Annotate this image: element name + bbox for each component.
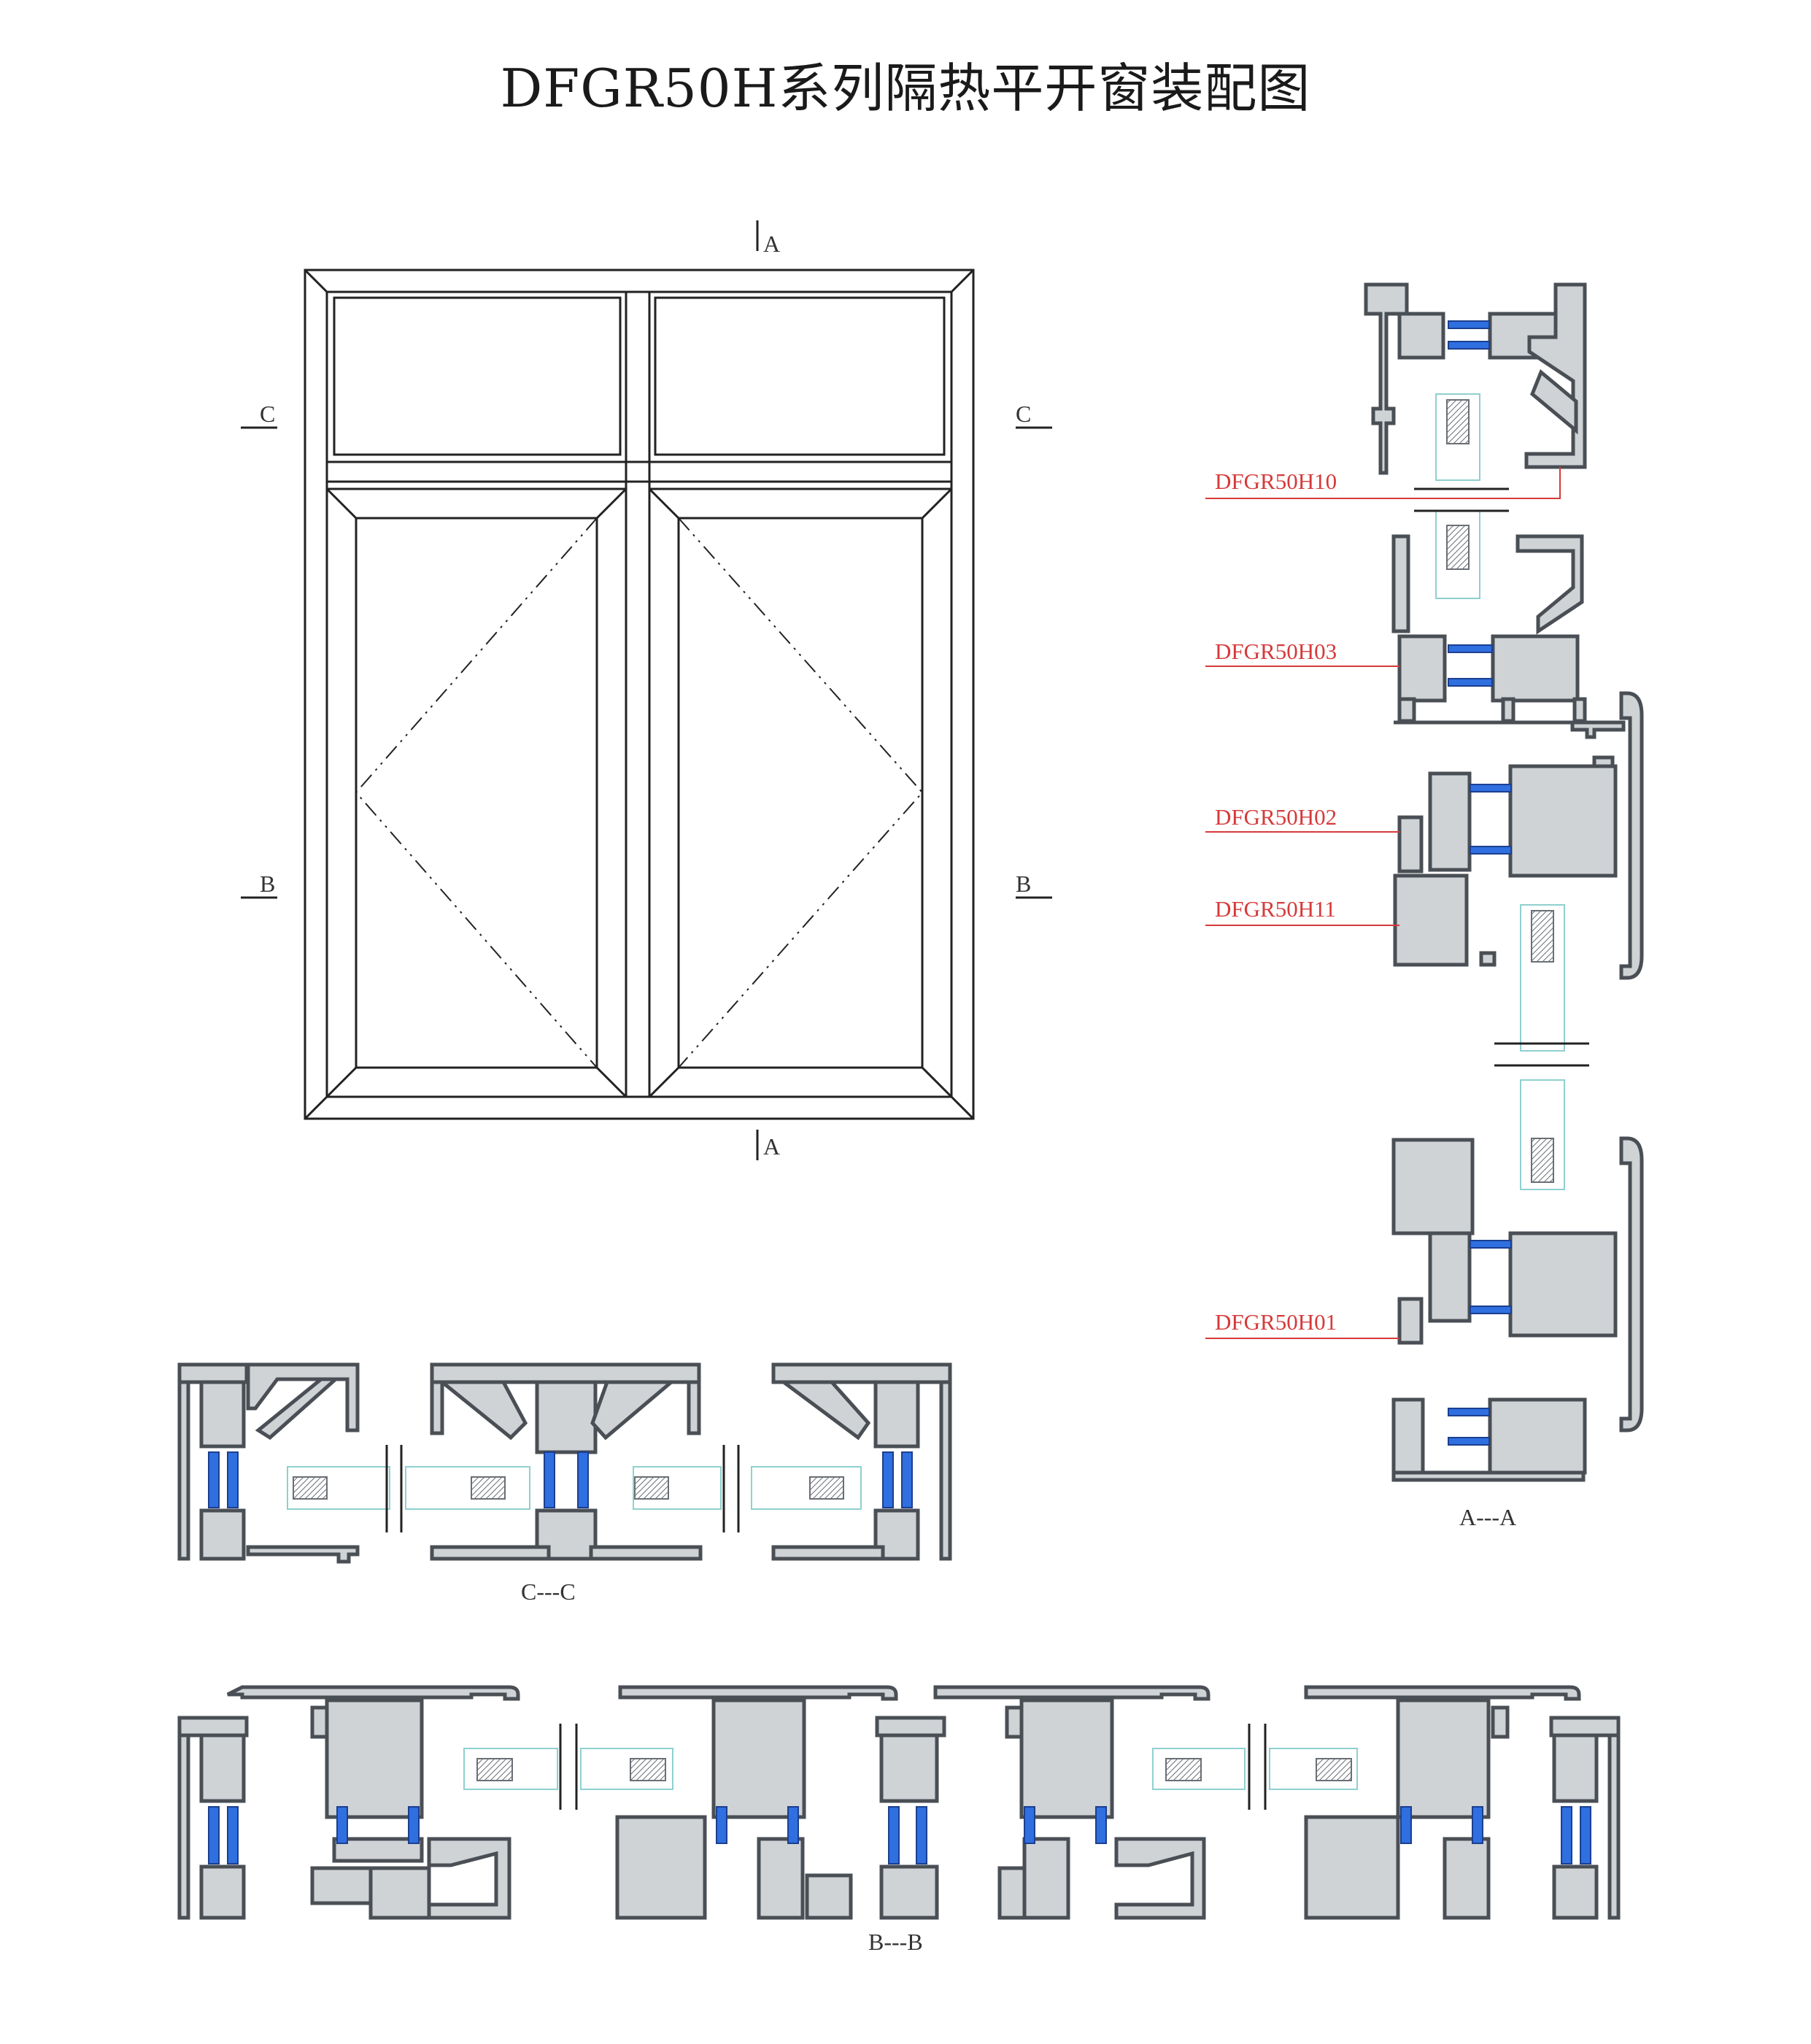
section-mark-b-right: B bbox=[1016, 871, 1031, 897]
drawing-title: DFGR50H系列隔热平开窗装配图 bbox=[500, 58, 1311, 119]
opening-indicator-left bbox=[355, 517, 598, 1068]
leader-lines bbox=[1205, 467, 1561, 1339]
profile-h02-h11 bbox=[1393, 691, 1644, 980]
outer-frame bbox=[304, 269, 975, 1120]
caption-section-c-c: C---C bbox=[521, 1578, 576, 1605]
profile-code-h01: DFGR50H01 bbox=[1215, 1309, 1337, 1335]
section-mark-c-left: C bbox=[260, 401, 275, 427]
section-a-a bbox=[1364, 282, 1644, 1482]
section-mark-a-top: A bbox=[763, 231, 780, 257]
thermal-strips-aa bbox=[1448, 320, 1512, 1446]
inner-frame bbox=[325, 290, 953, 1098]
profile-h01 bbox=[1391, 1136, 1644, 1482]
profile-code-h02: DFGR50H02 bbox=[1215, 804, 1337, 830]
profile-code-h10: DFGR50H10 bbox=[1215, 468, 1337, 494]
section-markers bbox=[241, 220, 1052, 1160]
profile-h10 bbox=[1364, 282, 1587, 475]
casement-sash-right bbox=[648, 487, 953, 1098]
section-mark-c-right: C bbox=[1016, 401, 1031, 427]
section-mark-b-left: B bbox=[260, 871, 275, 897]
caption-section-b-b: B---B bbox=[868, 1929, 923, 1955]
profile-code-h11: DFGR50H11 bbox=[1215, 896, 1336, 922]
profile-code-h03: DFGR50H03 bbox=[1215, 639, 1337, 664]
opening-indicator-right bbox=[678, 517, 924, 1068]
glazing-aa bbox=[1435, 393, 1565, 1190]
casement-sash-left bbox=[325, 487, 628, 1098]
section-mark-a-bottom: A bbox=[763, 1133, 780, 1160]
transom-rail bbox=[327, 460, 951, 483]
center-mullion bbox=[625, 292, 651, 1097]
caption-section-a-a: A---A bbox=[1459, 1504, 1516, 1530]
fixed-lite-left bbox=[333, 296, 622, 456]
profile-h03 bbox=[1391, 534, 1587, 723]
section-b-b bbox=[177, 1685, 1621, 1920]
fixed-lite-right bbox=[654, 296, 946, 456]
window-elevation bbox=[304, 269, 975, 1120]
section-c-c bbox=[177, 1362, 952, 1564]
